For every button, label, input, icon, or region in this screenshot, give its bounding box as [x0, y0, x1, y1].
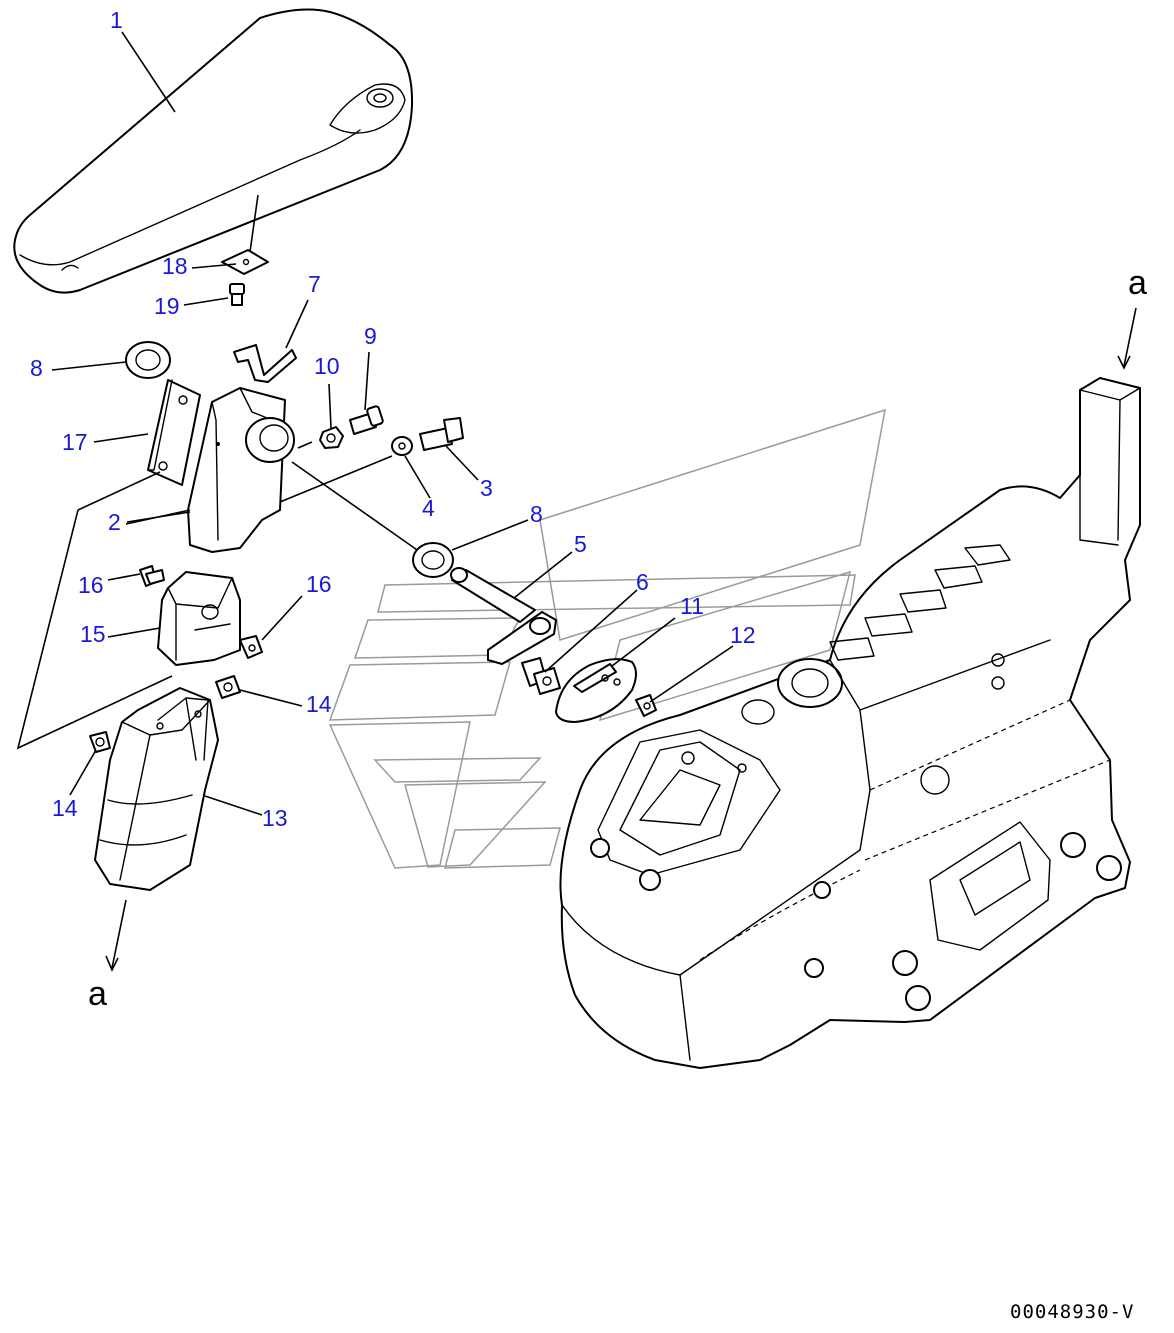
callout-5: 5 — [574, 531, 587, 557]
callout-18: 18 — [162, 253, 188, 279]
clip-part — [233, 344, 297, 383]
callout-8-lower: 8 — [530, 501, 543, 527]
view-label-bottom: a — [88, 975, 107, 1013]
callout-14-left: 14 — [52, 795, 78, 821]
callout-1: 1 — [110, 7, 123, 33]
screw-part-16a — [139, 565, 165, 587]
callout-16-right: 16 — [306, 571, 332, 597]
armrest-part — [13, 8, 414, 294]
view-arrow-top — [1117, 307, 1137, 370]
boot-cover-part — [94, 687, 219, 891]
callout-15: 15 — [80, 621, 106, 647]
console-body — [559, 377, 1141, 1069]
callout-8-upper: 8 — [30, 355, 43, 381]
callout-11: 11 — [680, 593, 704, 619]
screw-part-12 — [635, 694, 657, 717]
cover-plate-part — [555, 658, 637, 723]
callout-16-left: 16 — [78, 572, 104, 598]
bracket-cover-part — [157, 571, 241, 666]
arm-base-part — [187, 387, 313, 553]
washer-part-4 — [391, 436, 413, 456]
callout-10: 10 — [314, 353, 340, 379]
callout-13: 13 — [262, 805, 288, 831]
callout-12: 12 — [730, 622, 756, 648]
callout-4: 4 — [422, 495, 435, 521]
callout-3: 3 — [480, 475, 493, 501]
callout-labels: 1 18 19 7 8 9 10 17 3 4 2 8 5 6 11 12 16… — [30, 7, 756, 831]
callout-7: 7 — [308, 271, 321, 297]
screw-part-16b — [239, 635, 263, 659]
washer-part-lower — [412, 542, 454, 578]
drawing-number: 00048930-V — [1010, 1301, 1134, 1323]
callout-9: 9 — [364, 323, 377, 349]
callout-14-right: 14 — [306, 691, 332, 717]
bolt-part-3 — [419, 417, 464, 451]
callout-17: 17 — [62, 429, 88, 455]
pin-part — [450, 567, 557, 665]
bracket-plate-part — [147, 379, 201, 486]
nut-part — [319, 426, 344, 449]
washer-part — [125, 341, 171, 379]
view-arrow-bottom — [105, 899, 127, 972]
screw-part-14a — [215, 675, 241, 699]
bolt-part-9 — [349, 405, 384, 435]
callout-6: 6 — [636, 569, 649, 595]
plate-part — [221, 194, 269, 275]
bolt-part-6 — [521, 657, 561, 695]
callout-19: 19 — [154, 293, 180, 319]
screw-part-14b — [89, 731, 111, 753]
callout-2: 2 — [108, 509, 121, 535]
leader-lines — [51, 31, 734, 816]
view-label-top: a — [1128, 264, 1147, 302]
screw-part — [229, 283, 245, 306]
